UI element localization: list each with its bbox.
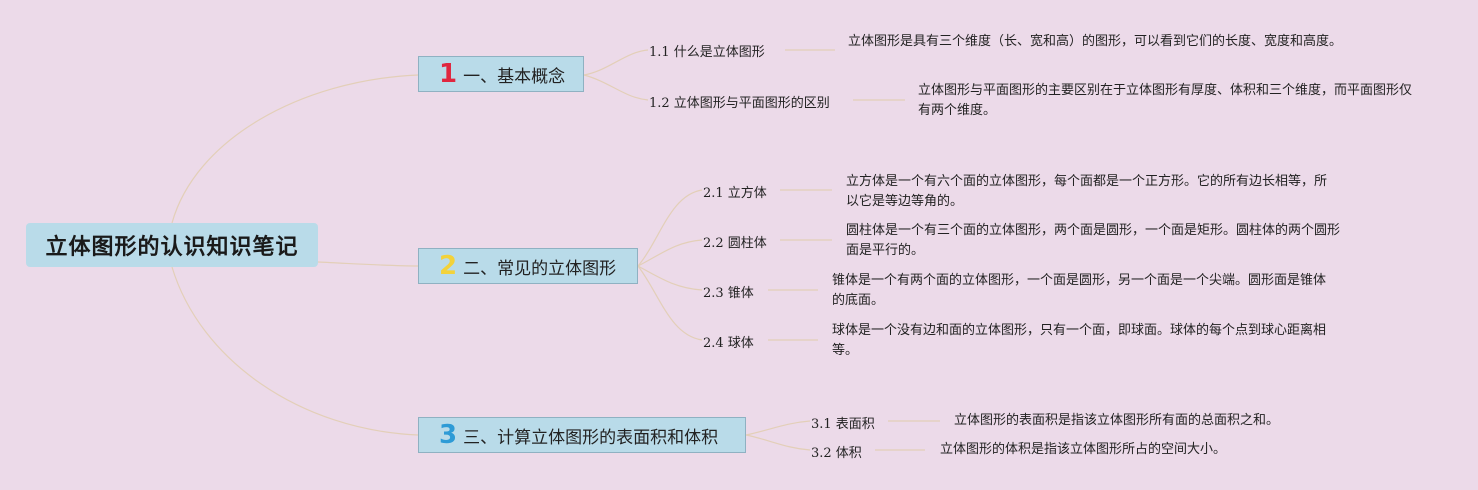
subtopic-1-1[interactable]: 1.1 什么是立体图形 [649, 45, 765, 60]
link-s3-i2 [745, 434, 811, 451]
subtopic-3-1[interactable]: 3.1 表面积 [811, 417, 875, 432]
link-s1-i2 [583, 74, 649, 101]
link-root-s3 [171, 266, 419, 436]
subtopic-2-2[interactable]: 2.2 圆柱体 [703, 236, 767, 251]
root-title: 立体图形的认识知识笔记 [45, 235, 299, 260]
link-root-s1 [171, 74, 419, 224]
topic-title: 一、基本概念 [463, 66, 566, 87]
topic-basic-concepts[interactable]: 1 一、基本概念 [418, 56, 584, 92]
link-s2-i4 [637, 265, 703, 341]
subtopic-2-3[interactable]: 2.3 锥体 [703, 286, 754, 301]
topic-surface-area-volume[interactable]: 3 三、计算立体图形的表面积和体积 [418, 417, 746, 453]
number-2-icon: 2 [439, 251, 458, 281]
subtopic-1-2[interactable]: 1.2 立体图形与平面图形的区别 [649, 96, 830, 111]
desc-2-4: 球体是一个没有边和面的立体图形，只有一个面，即球面。球体的每个点到球心距离相等。 [832, 323, 1327, 358]
desc-2-2: 圆柱体是一个有三个面的立体图形，两个面是圆形，一个面是矩形。圆柱体的两个圆形面是… [846, 223, 1341, 258]
desc-2-3: 锥体是一个有两个面的立体图形，一个面是圆形，另一个面是一个尖端。圆形面是锥体的底… [832, 273, 1327, 308]
root-node[interactable]: 立体图形的认识知识笔记 [26, 223, 318, 267]
link-s2-i2 [637, 239, 703, 267]
desc-1-1: 立体图形是具有三个维度（长、宽和高）的图形，可以看到它们的长度、宽度和高度。 [848, 34, 1343, 49]
desc-3-1: 立体图形的表面积是指该立体图形所有面的总面积之和。 [954, 413, 1280, 428]
link-s2-i3 [637, 265, 703, 291]
topic-common-solids[interactable]: 2 二、常见的立体图形 [418, 248, 638, 284]
desc-3-2: 立体图形的体积是指该立体图形所占的空间大小。 [940, 442, 1227, 457]
topic-title: 三、计算立体图形的表面积和体积 [463, 427, 719, 448]
link-s2-i1 [637, 189, 703, 267]
link-s3-i1 [745, 420, 811, 436]
desc-2-1: 立方体是一个有六个面的立体图形，每个面都是一个正方形。它的所有边长相等，所以它是… [846, 174, 1328, 209]
subtopic-3-2[interactable]: 3.2 体积 [811, 446, 862, 461]
subtopic-2-1[interactable]: 2.1 立方体 [703, 186, 767, 201]
number-3-icon: 3 [439, 420, 458, 450]
desc-1-2: 立体图形与平面图形的主要区别在于立体图形有厚度、体积和三个维度，而平面图形仅有两… [918, 83, 1413, 118]
number-1-icon: 1 [439, 59, 458, 89]
topic-title: 二、常见的立体图形 [463, 258, 617, 279]
subtopic-2-4[interactable]: 2.4 球体 [703, 336, 754, 351]
link-s1-i1 [583, 49, 649, 76]
link-root-s2 [317, 261, 419, 267]
